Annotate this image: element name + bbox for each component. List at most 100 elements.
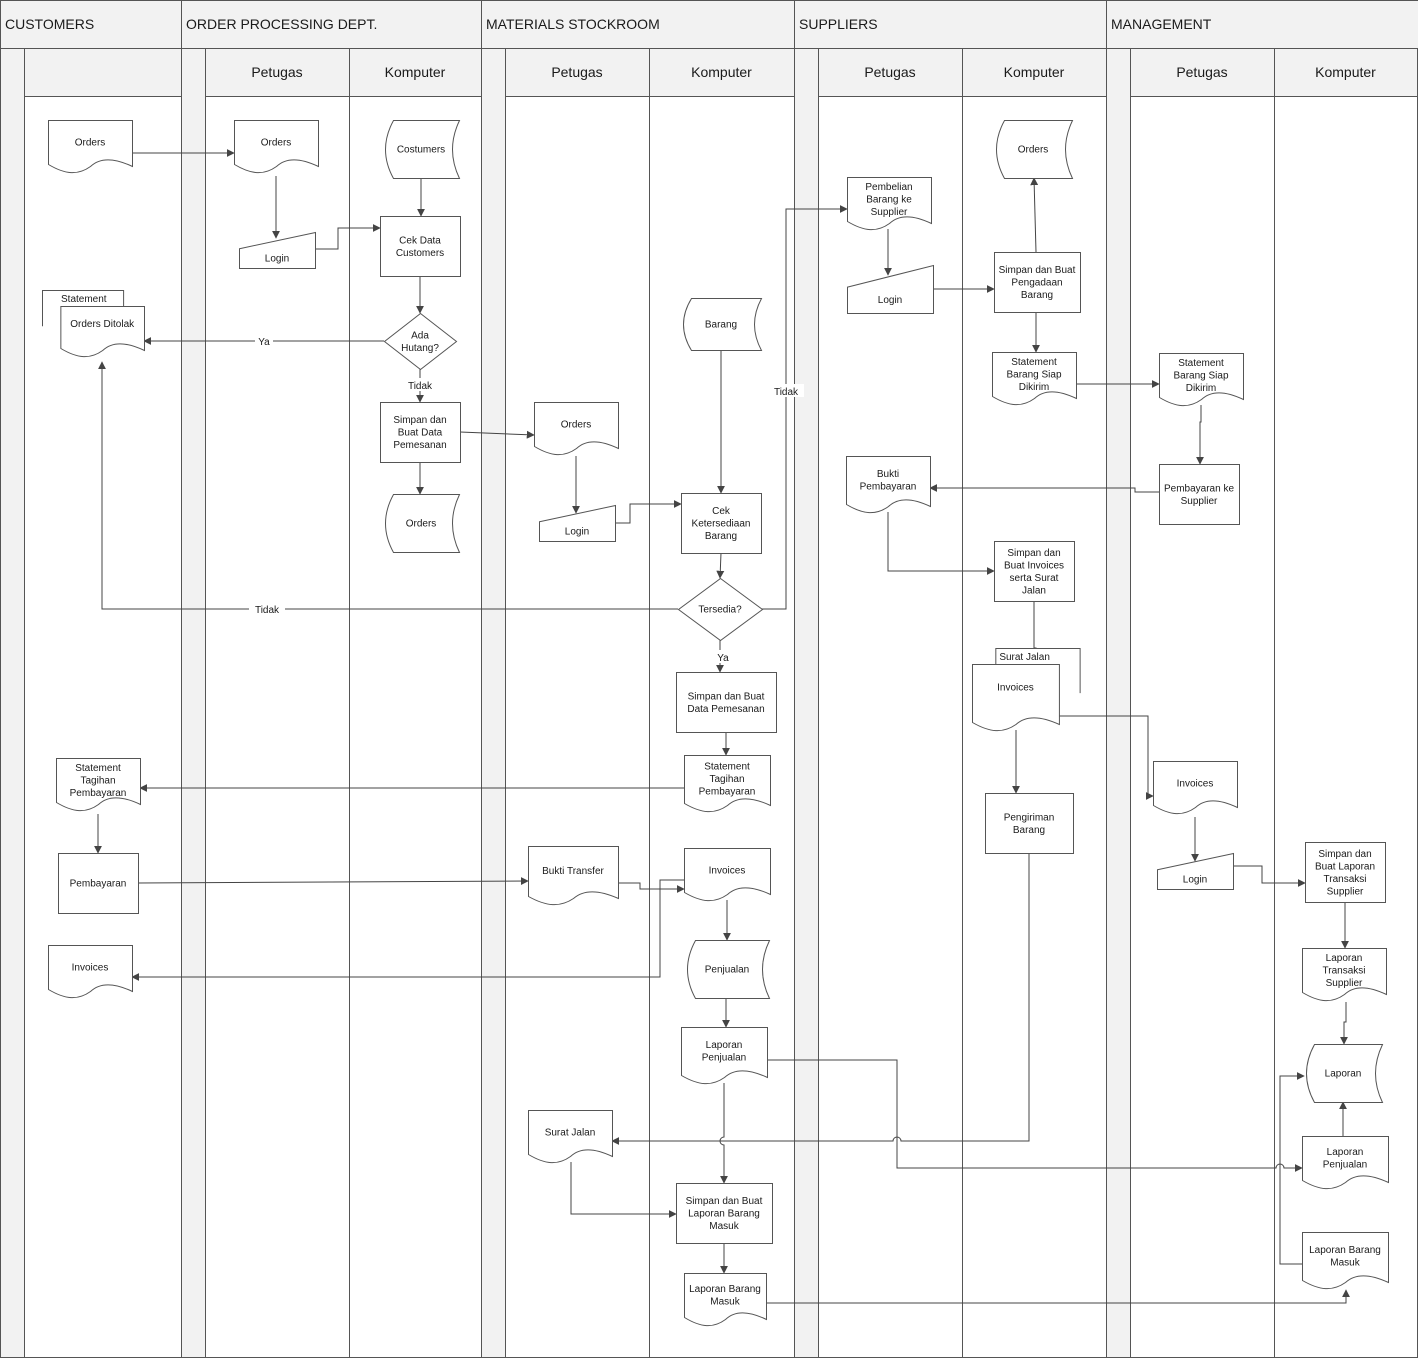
connector-line	[131, 879, 684, 981]
shape-label: Invoices	[709, 865, 746, 876]
document-shape	[684, 848, 771, 902]
shape-document-mp_invoices: Invoices	[1153, 761, 1238, 815]
process-box	[985, 793, 1074, 854]
front-document-shape	[60, 306, 145, 358]
shape-storage-sk_penjualan: Penjualan	[687, 940, 771, 999]
decision-diamond	[677, 577, 764, 642]
process-box	[1159, 464, 1240, 525]
connector-mk_lapmasuk-to-mk_laporan	[1279, 1072, 1305, 1265]
document-shape	[534, 402, 619, 456]
document-shape	[1153, 761, 1238, 815]
column-title: Komputer	[385, 64, 446, 80]
connector-sv_simpan-to-sv_orders	[1030, 177, 1039, 253]
shape-label: Surat Jalan	[545, 1127, 596, 1138]
manual-input-shape	[239, 231, 316, 269]
manual-input-shape	[847, 264, 934, 314]
document-shape	[48, 120, 133, 174]
process-box	[676, 672, 777, 733]
document-shape	[992, 352, 1077, 406]
connector-su_bukti-to-sv_simpan2	[887, 512, 995, 575]
edge-label-bg	[768, 384, 804, 397]
shape-label: Invoices	[1177, 778, 1214, 789]
shape-label: Invoices	[72, 962, 109, 973]
manual-input-shape	[539, 504, 616, 542]
shape-label: Pembayaran	[70, 879, 127, 890]
shape-label: Orders	[406, 519, 437, 530]
shape-process-c_bayar: Pembayaran	[58, 853, 139, 914]
shape-label: Tersedia?	[698, 605, 742, 616]
decision-diamond	[383, 312, 458, 371]
lane-header	[0, 0, 182, 49]
connector-mp_bayar-to-su_bukti	[929, 484, 1159, 493]
stored-data-shape	[385, 494, 461, 553]
column-title: Petugas	[251, 64, 302, 80]
shape-label: Orders	[561, 419, 592, 430]
edge-label: Ya	[258, 337, 270, 348]
connector-line	[137, 877, 529, 886]
document-shape	[1302, 1232, 1389, 1290]
column-header	[962, 48, 1107, 97]
connector-ok_hutang-to-c_statement: Ya	[143, 334, 384, 348]
connector-line	[1196, 405, 1204, 465]
document-shape	[1302, 948, 1387, 1002]
shape-label: Costumers	[397, 145, 445, 156]
lane-title: ORDER PROCESSING DEPT.	[186, 16, 377, 32]
shape-manual-sp_login: Login	[539, 504, 616, 542]
connector-line	[98, 361, 678, 610]
lane-title: SUPPLIERS	[799, 16, 878, 32]
column-header	[205, 48, 350, 97]
shape-manual-op_login: Login	[239, 231, 316, 269]
column-title: Petugas	[551, 64, 602, 80]
stored-data-shape	[385, 120, 461, 179]
connector-line	[570, 1162, 677, 1218]
document-shape	[528, 1110, 613, 1164]
document-shape	[684, 1273, 767, 1327]
shape-document-c_invoices: Invoices	[48, 945, 133, 999]
front-document-shape	[972, 664, 1060, 732]
connector-sk_lapmasuk-to-mk_lapmasuk	[766, 1289, 1350, 1304]
shape-manual-su_login: Login	[847, 264, 934, 314]
shape-manual-mp_login: Login	[1157, 852, 1234, 890]
edge-label-bg	[249, 602, 285, 615]
connector-c_bayar-to-sp_bukti	[137, 877, 529, 886]
connector-line	[1233, 865, 1306, 887]
lane-order: ORDER PROCESSING DEPT. Petugas Komputer	[181, 0, 482, 1358]
edge-label: Tidak	[774, 387, 799, 398]
stored-data-shape	[687, 940, 771, 999]
shape-storage-ok_orders: Orders	[385, 494, 461, 553]
shape-label: Orders Ditolak	[70, 319, 135, 330]
connector-line	[887, 512, 995, 575]
process-box	[58, 853, 139, 914]
process-box	[676, 1183, 773, 1244]
column-header	[24, 48, 182, 97]
shape-label: Orders	[1018, 145, 1049, 156]
shape-label: Login	[565, 526, 589, 537]
